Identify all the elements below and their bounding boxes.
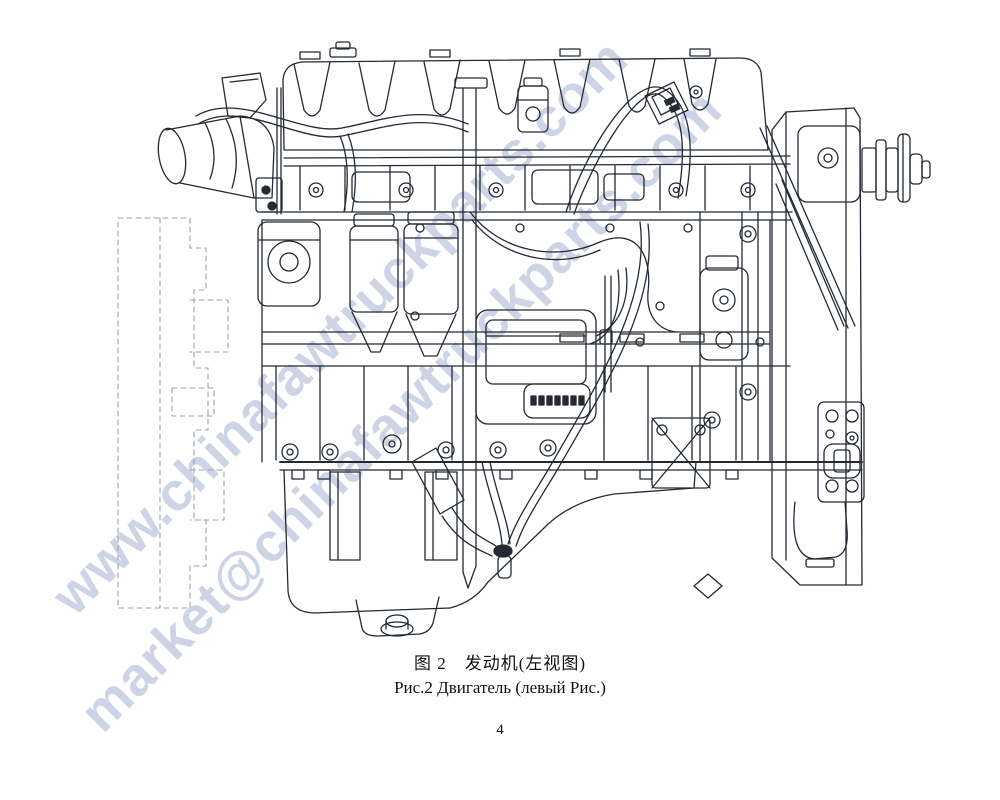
ghost-radiator-outline <box>117 217 229 609</box>
page-number: 4 <box>496 722 504 738</box>
figure-caption: 图 2 发动机(左视图) Рис.2 Двигатель (левый Рис.… <box>0 652 1000 700</box>
figure-caption-chinese: 图 2 发动机(左视图) <box>413 654 587 673</box>
figure-caption-russian: Рис.2 Двигатель (левый Рис.) <box>394 678 606 697</box>
